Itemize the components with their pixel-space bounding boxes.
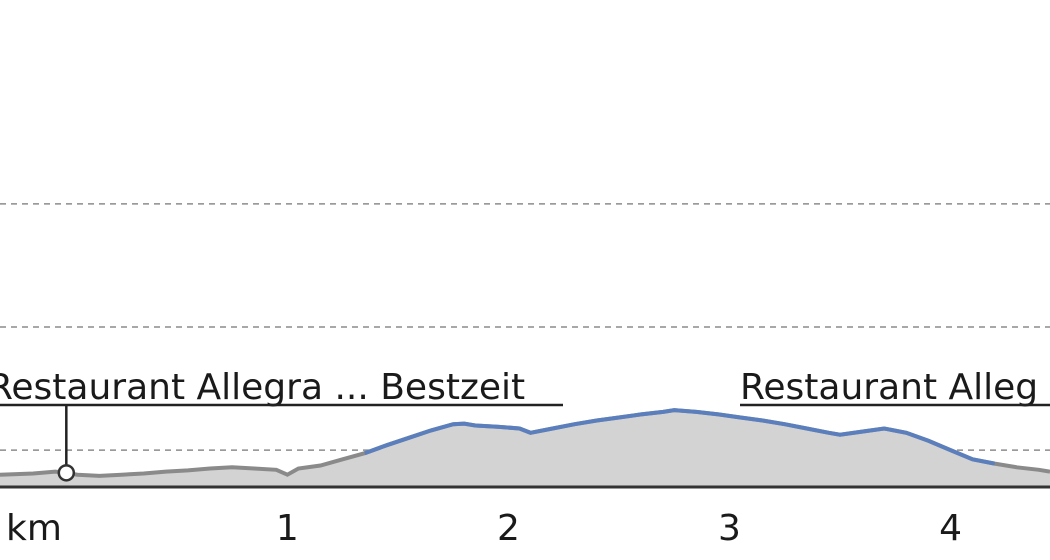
x-tick-label: 3 — [718, 508, 741, 549]
annotation-marker — [57, 464, 76, 482]
elevation-area — [0, 410, 1050, 487]
x-tick-label: 1 — [276, 508, 299, 549]
x-tick-label: 4 — [939, 508, 962, 549]
annotation-label-2: Restaurant Alleg — [740, 367, 1038, 408]
x-axis-label: km — [6, 508, 62, 549]
elevation-line-highlight — [364, 408, 996, 466]
x-tick-label: 2 — [497, 508, 520, 549]
grid-lines — [0, 203, 1050, 451]
annotation-label-1: Restaurant Allegra ... Bestzeit — [0, 367, 525, 408]
x-tick-labels: 1 2 3 4 — [276, 508, 962, 549]
